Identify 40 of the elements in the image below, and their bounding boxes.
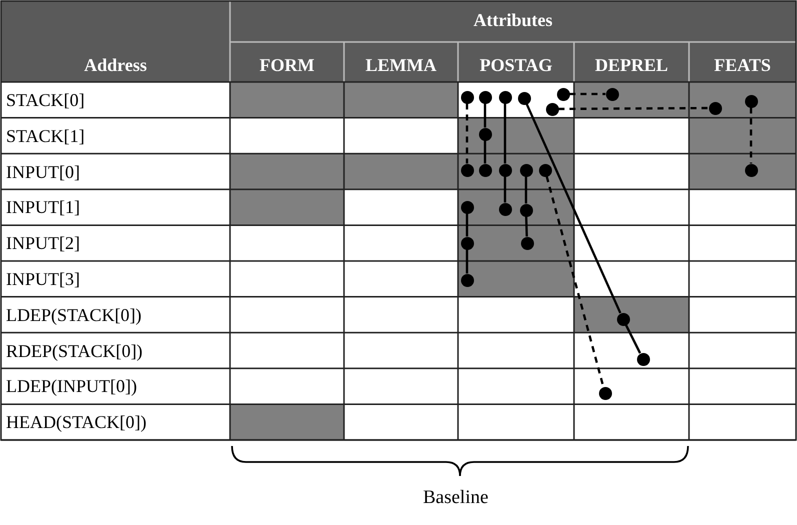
brace-caption: Baseline [423,487,488,509]
dot [556,88,570,100]
connector-line [624,324,642,354]
connector-line [525,216,528,237]
row-label: STACK[0] [6,91,85,109]
dot [636,352,650,366]
dot [460,90,474,104]
column-header: FORM [258,55,316,76]
connector-line [504,104,506,164]
dot [598,386,612,400]
connector-line [466,104,468,164]
row-label: STACK[1] [6,126,85,145]
dot [478,90,492,104]
row-label: INPUT[2] [6,234,80,252]
connector-line [466,250,468,274]
connector-line [484,140,486,164]
row-label: INPUT[1] [6,198,80,216]
connector-line [484,104,486,128]
connector-line [750,108,752,164]
column-header: LEMMA [364,55,438,76]
row-label: LDEP(STACK[0]) [6,306,142,324]
dot [498,90,512,104]
dot [518,92,530,104]
row-label: HEAD(STACK[0]) [6,413,147,432]
connector-line [504,176,506,202]
connector-line [558,106,708,110]
row-label: RDEP(STACK[0]) [6,342,143,360]
column-group-header: Attributes [472,10,554,31]
column-header: POSTAG [478,55,554,76]
column-header: DEPREL [594,55,669,76]
connector-line [526,103,622,314]
connector-line [524,176,528,204]
dot [546,102,558,116]
connector-line [466,214,468,236]
connector-line [570,92,606,96]
row-label: LDEP(INPUT[0]) [6,377,137,396]
row-label: INPUT[0] [6,162,80,181]
column-header: FEATS [713,55,772,76]
column-header: Address [83,55,148,76]
row-label: INPUT[3] [6,270,80,288]
